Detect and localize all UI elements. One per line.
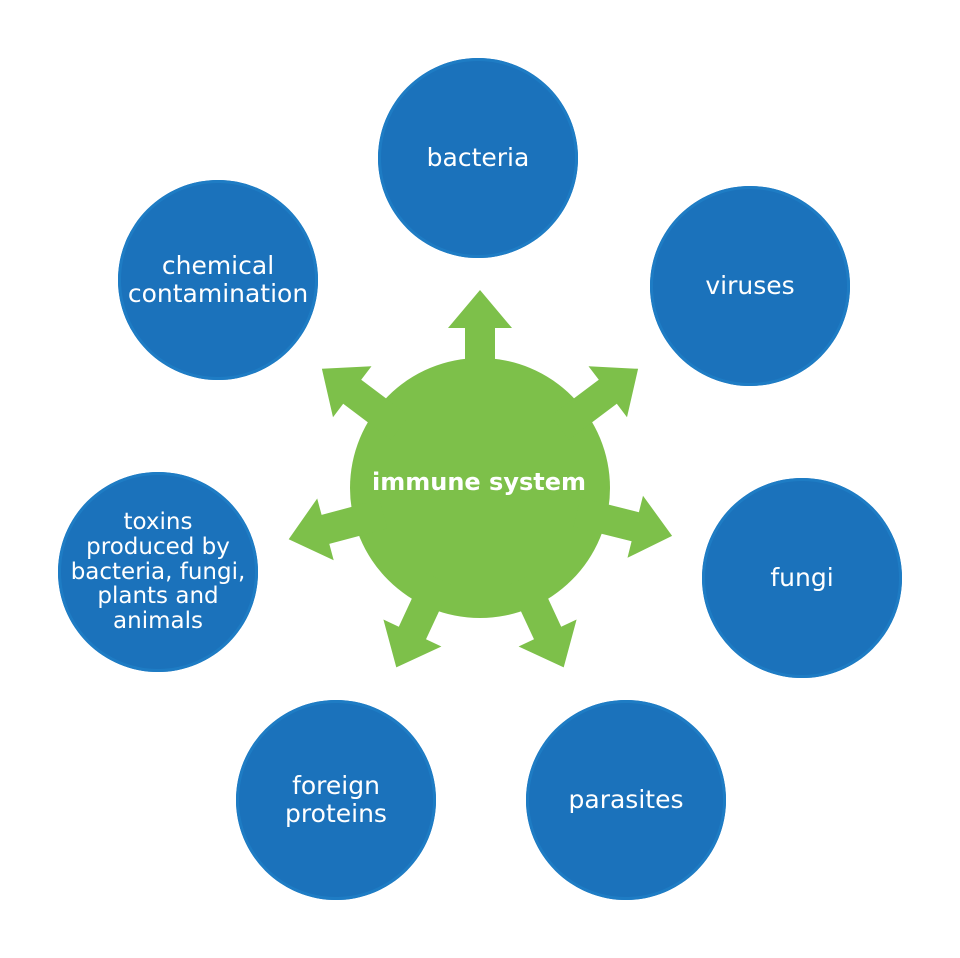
- node-foreign-proteins-text: foreign proteins: [285, 772, 387, 828]
- node-bacteria-text: bacteria: [427, 144, 530, 172]
- arrow-to-bacteria: [448, 290, 512, 388]
- node-fungi: fungi: [702, 478, 902, 678]
- node-text-line: animals: [113, 608, 203, 635]
- node-text-line: bacteria: [426, 143, 530, 172]
- node-text-line: parasites: [568, 785, 684, 814]
- node-viruses-text: viruses: [705, 272, 794, 300]
- node-text-line: viruses: [705, 271, 795, 300]
- node-text-line: produced by: [86, 533, 230, 560]
- arrow-to-fungi: [573, 495, 673, 558]
- node-text-line: chemical: [161, 251, 275, 280]
- node-chemical-contamination-text: chemical contamination: [128, 252, 308, 308]
- node-bacteria: bacteria: [378, 58, 578, 258]
- node-text-line: foreign: [292, 771, 380, 800]
- node-text-line: plants and: [97, 583, 219, 610]
- center-label: immune system: [371, 468, 587, 496]
- node-text-line: toxins: [123, 508, 193, 535]
- center-hub: [350, 358, 610, 618]
- node-viruses: viruses: [650, 186, 850, 386]
- arrow-to-viruses: [550, 366, 639, 440]
- arrow-to-chemical: [321, 366, 410, 440]
- node-text-line: fungi: [770, 563, 834, 592]
- node-text-line: proteins: [285, 799, 387, 828]
- node-toxins: toxins produced by bacteria, fungi, plan…: [58, 472, 258, 672]
- arrow-to-foreign-proteins: [383, 572, 452, 668]
- node-parasites-text: parasites: [569, 786, 684, 814]
- node-parasites: parasites: [526, 700, 726, 900]
- arrow-to-toxins: [288, 498, 388, 561]
- node-text-line: bacteria, fungi,: [70, 558, 246, 585]
- node-toxins-text: toxins produced by bacteria, fungi, plan…: [71, 510, 246, 634]
- node-fungi-text: fungi: [770, 564, 833, 592]
- node-text-line: contamination: [127, 279, 309, 308]
- arrow-to-parasites: [508, 572, 577, 668]
- node-foreign-proteins: foreign proteins: [236, 700, 436, 900]
- node-chemical-contamination: chemical contamination: [118, 180, 318, 380]
